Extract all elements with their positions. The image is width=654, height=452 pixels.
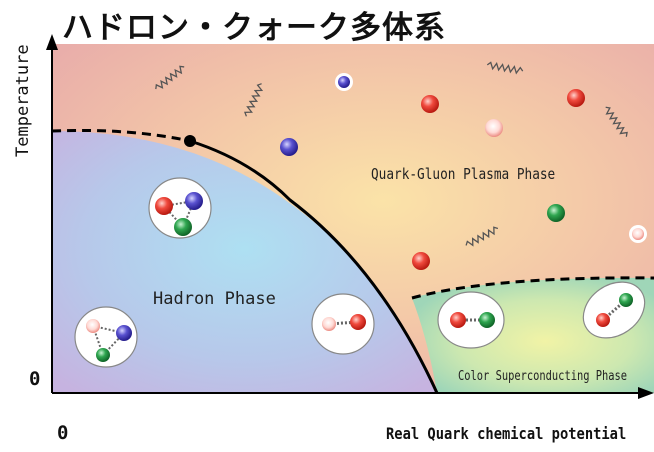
diagram-title: ハドロン・クォーク多体系 — [62, 10, 446, 46]
critical-point — [184, 135, 196, 147]
csc-boundary — [411, 276, 654, 300]
x-axis-origin-label: 0 — [57, 422, 69, 444]
quark-green — [547, 204, 565, 222]
gluon — [244, 83, 264, 117]
baryon-bubble — [74, 306, 138, 368]
y-axis-origin-label: 0 — [29, 368, 41, 390]
quark-blue — [338, 76, 350, 88]
meson-bubble — [311, 293, 375, 355]
gluon — [486, 61, 524, 75]
y-axis-arrow — [46, 34, 58, 50]
gluon — [605, 106, 628, 137]
quark-red — [412, 252, 430, 270]
diquark-bubble — [437, 291, 505, 349]
x-axis-label: Real Quark chemical potential — [386, 424, 627, 443]
x-axis-arrow — [638, 387, 654, 399]
quark-red — [421, 95, 439, 113]
qgp-phase-label: Quark-Gluon Plasma Phase — [371, 165, 556, 183]
gluon — [465, 226, 499, 247]
y-axis-label: Temperature — [13, 44, 33, 157]
quark-light — [485, 119, 503, 137]
quark-blue — [280, 138, 298, 156]
quark-light — [632, 228, 644, 240]
csc-phase-label: Color Superconducting Phase — [458, 369, 628, 384]
crossover-boundary — [51, 128, 191, 143]
hadron-qgp-boundary — [189, 139, 439, 394]
diquark-bubble — [582, 281, 646, 339]
quark-red — [567, 89, 585, 107]
baryon-bubble — [148, 177, 212, 239]
gluon — [155, 65, 185, 90]
hadron-phase-label: Hadron Phase — [153, 289, 276, 309]
